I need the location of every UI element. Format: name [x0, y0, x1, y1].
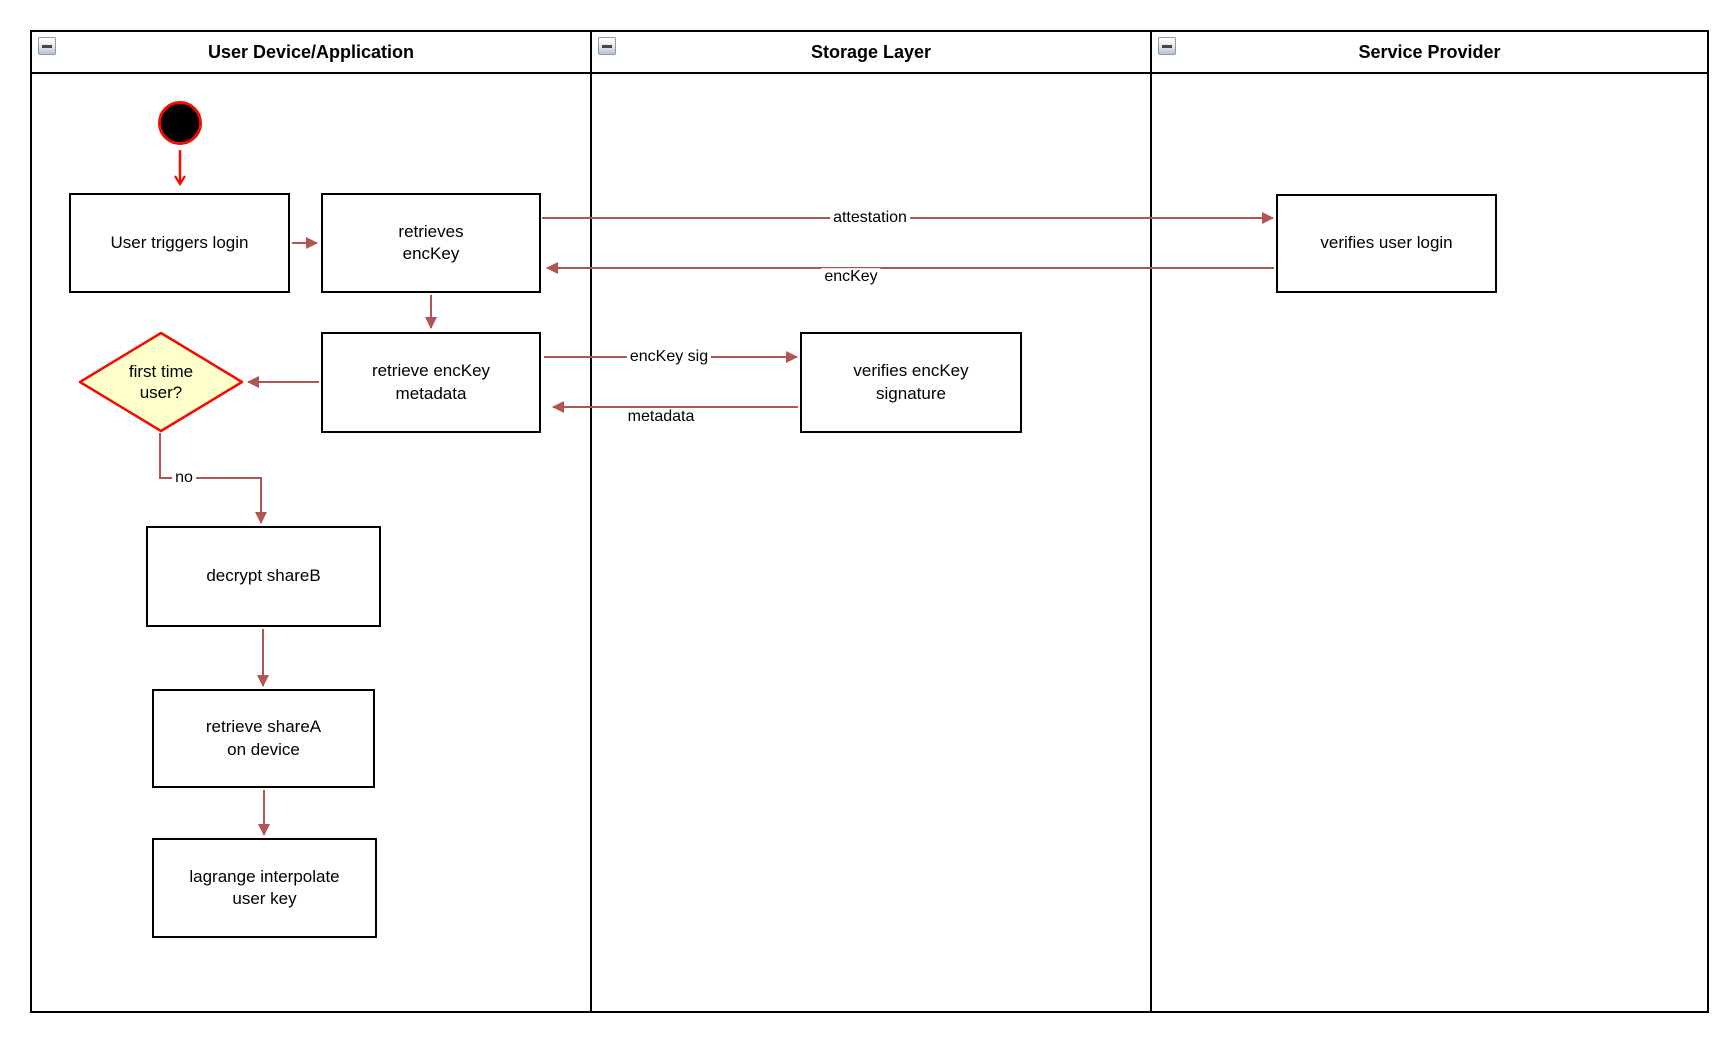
edge-label-enckey-sig: encKey sig [626, 348, 712, 366]
node-retrieve-enckey-metadata[interactable]: retrieve encKey metadata [321, 332, 541, 433]
minus-bar [42, 44, 52, 48]
edge-label-attestation: attestation [830, 209, 910, 227]
edge-label-metadata: metadata [624, 408, 698, 426]
collapse-minus-icon[interactable] [38, 37, 56, 55]
node-retrieves-enckey[interactable]: retrieves encKey [321, 193, 541, 293]
node-lagrange-interpolate[interactable]: lagrange interpolate user key [152, 838, 377, 938]
lane-title: User Device/Application [207, 41, 415, 62]
edge-label-enckey: encKey [821, 268, 881, 286]
lane-title: Service Provider [1358, 41, 1501, 62]
lane-header-service-provider[interactable]: Service Provider [1152, 32, 1707, 74]
lane-header-storage-layer[interactable]: Storage Layer [592, 32, 1150, 74]
node-verifies-user-login[interactable]: verifies user login [1276, 194, 1497, 293]
minus-bar [1162, 44, 1172, 48]
lane-service-provider: Service Provider [1152, 32, 1707, 1011]
node-user-triggers-login[interactable]: User triggers login [69, 193, 290, 293]
node-decrypt-shareb[interactable]: decrypt shareB [146, 526, 381, 627]
node-verifies-enckey-signature[interactable]: verifies encKey signature [800, 332, 1022, 433]
collapse-minus-icon[interactable] [1158, 37, 1176, 55]
lane-storage-layer: Storage Layer [592, 32, 1152, 1011]
collapse-minus-icon[interactable] [598, 37, 616, 55]
edge-label-no: no [172, 469, 196, 487]
node-retrieve-sharea[interactable]: retrieve shareA on device [152, 689, 375, 788]
start-node[interactable] [158, 101, 202, 145]
lane-header-user-device-application[interactable]: User Device/Application [32, 32, 590, 74]
lane-user-device-application: User Device/Application [32, 32, 592, 1011]
lane-title: Storage Layer [810, 41, 932, 62]
decision-label: first time user? [128, 361, 194, 402]
minus-bar [602, 44, 612, 48]
